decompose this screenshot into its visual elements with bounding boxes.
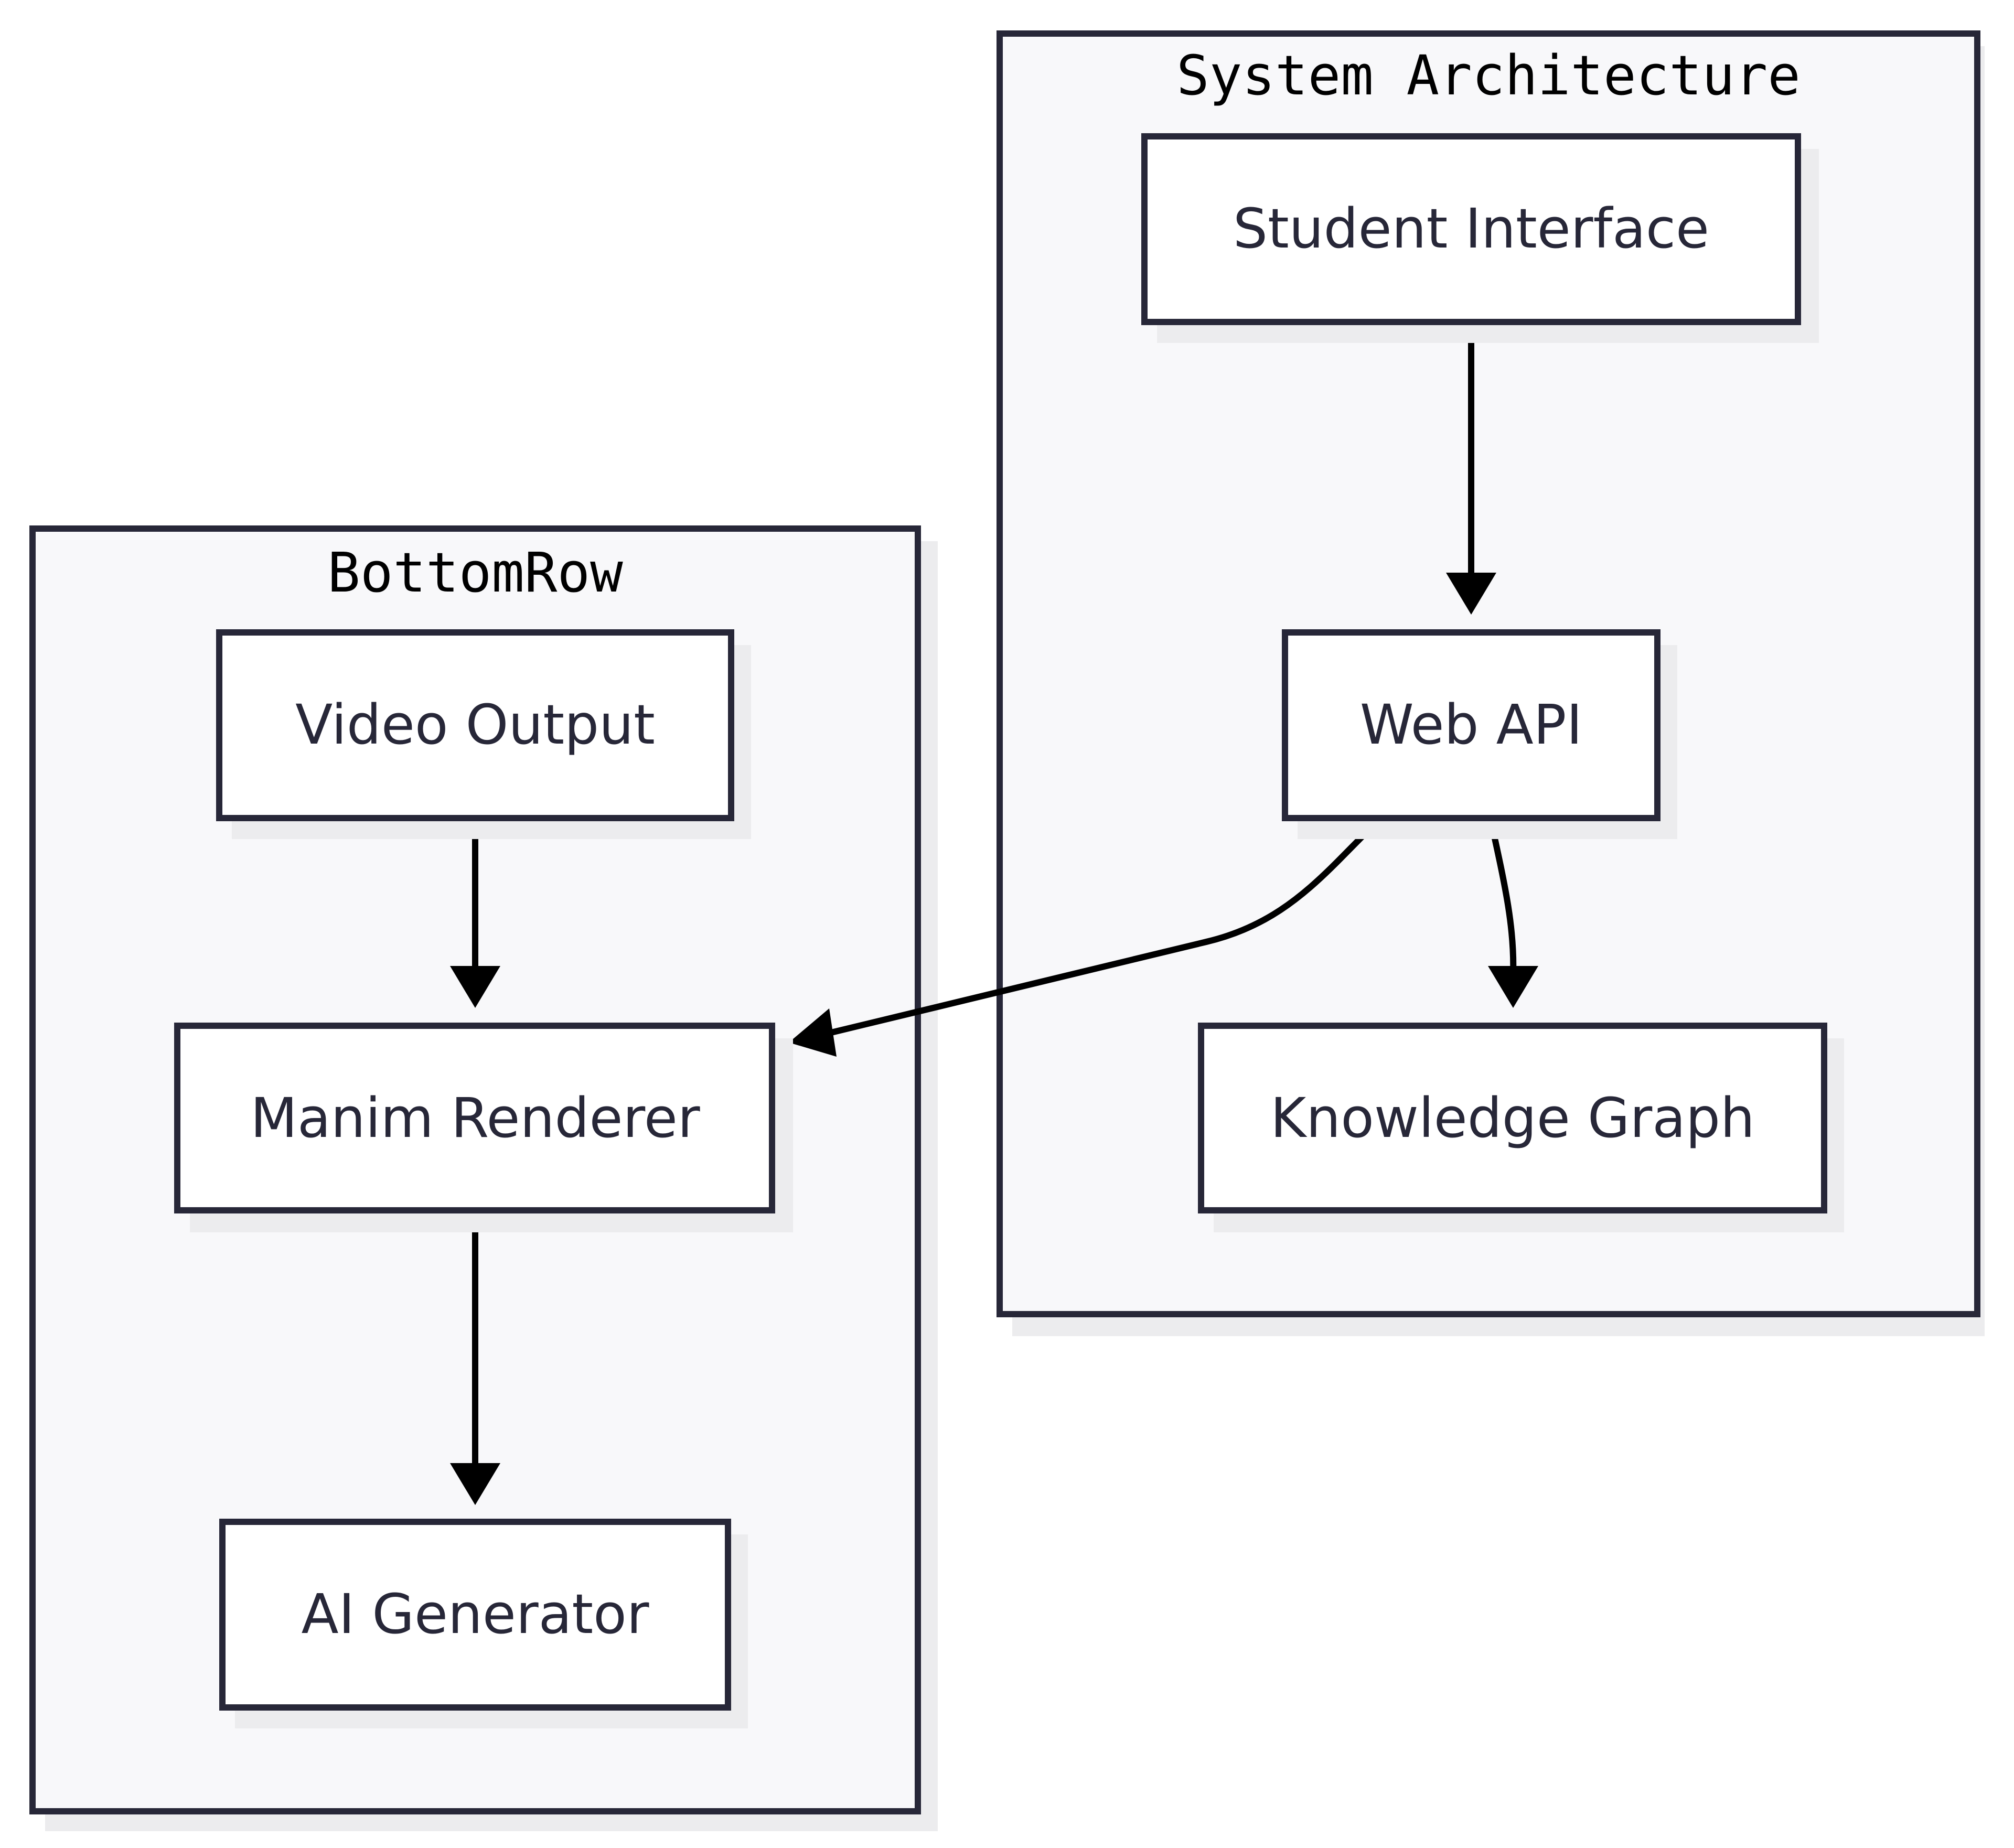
edge-line (817, 816, 1382, 1039)
arrow-head (450, 966, 500, 1008)
node-box (1141, 133, 1801, 325)
arrow-head (789, 1008, 837, 1057)
node-manim-renderer[interactable]: Manim Renderer (174, 1023, 793, 1232)
edge-line (1487, 818, 1517, 976)
node-label-ai-generator: AI Generator (302, 1582, 649, 1646)
arrow-head (1488, 966, 1538, 1008)
node-knowledge-graph[interactable]: Knowledge Graph (1198, 1023, 1844, 1232)
cluster-title-system-architecture: System Architecture (1176, 44, 1801, 108)
node-box (1282, 629, 1661, 821)
arrow-head (450, 1463, 500, 1505)
node-box (1198, 1023, 1827, 1213)
node-ai-generator[interactable]: AI Generator (219, 1519, 748, 1728)
node-label-web-api: Web API (1360, 693, 1582, 757)
edge-web-api-to-manim-renderer (789, 816, 1382, 1057)
node-box (216, 629, 734, 821)
node-student-interface[interactable]: Student Interface (1141, 133, 1819, 343)
cluster-title-bottom-row: BottomRow (327, 541, 623, 605)
edge-video-output-to-manim-renderer (450, 819, 500, 1008)
node-box (219, 1519, 731, 1711)
node-video-output[interactable]: Video Output (216, 629, 751, 839)
node-label-video-output: Video Output (295, 693, 655, 757)
node-box (174, 1023, 775, 1213)
node-label-manim-renderer: Manim Renderer (250, 1086, 700, 1150)
node-label-knowledge-graph: Knowledge Graph (1270, 1086, 1755, 1150)
edge-student-interface-to-web-api (1446, 322, 1496, 615)
edges (450, 322, 1538, 1505)
edge-manim-renderer-to-ai-generator (450, 1211, 500, 1505)
edge-web-api-to-knowledge-graph (1487, 818, 1538, 1008)
node-web-api[interactable]: Web API (1282, 629, 1677, 839)
arrow-head (1446, 573, 1496, 615)
node-label-student-interface: Student Interface (1233, 197, 1709, 261)
